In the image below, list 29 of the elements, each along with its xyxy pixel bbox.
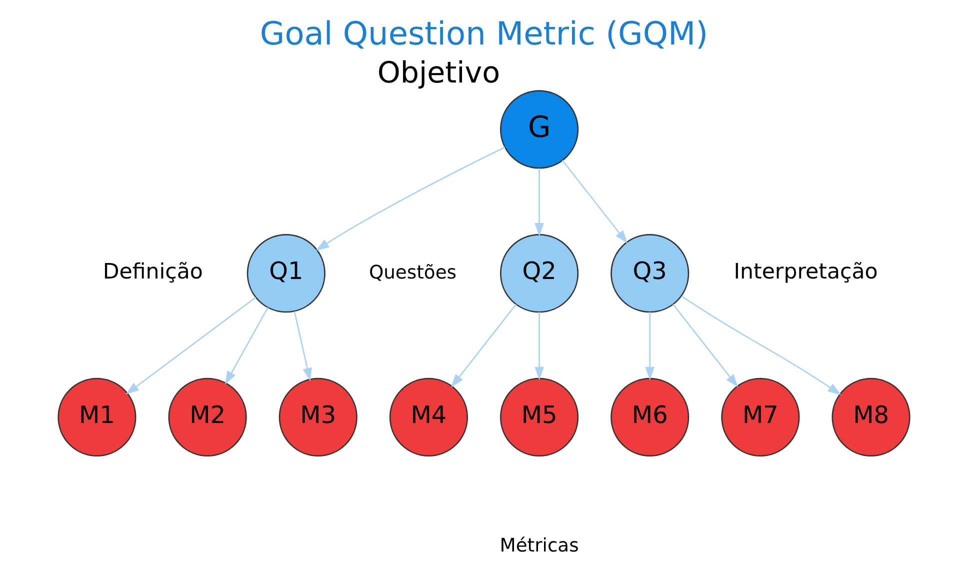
label: Questões (368, 262, 456, 284)
node-circle: G (499, 90, 578, 169)
arrow (680, 296, 841, 396)
node-circle: M1 (57, 378, 136, 457)
node-circle: Q1 (246, 234, 325, 313)
node-circle: M6 (610, 378, 689, 457)
arrow (534, 168, 544, 236)
arrow (534, 312, 544, 380)
node-circle: M5 (499, 378, 578, 457)
node-circle: Q3 (610, 234, 689, 313)
node-circle: M2 (168, 378, 246, 457)
label: Interpretação (733, 259, 878, 284)
node-circle: M7 (720, 378, 800, 457)
arrow (450, 304, 516, 388)
label: Métricas (499, 535, 578, 556)
arrow (224, 307, 268, 385)
arrow (644, 312, 654, 380)
arrow (561, 160, 628, 244)
node-circle: M3 (278, 378, 357, 457)
arrow (315, 146, 505, 251)
diagram-title: Goal Question Metric (GQM) (259, 14, 708, 52)
arrow (125, 296, 256, 394)
node-circle: Q2 (499, 234, 578, 313)
arrow (672, 304, 738, 388)
node-circle: M8 (831, 378, 910, 457)
node-circle: M4 (388, 378, 468, 457)
node-label: Objetivo (376, 55, 500, 90)
label: Definição (102, 259, 202, 284)
arrow (293, 311, 312, 382)
